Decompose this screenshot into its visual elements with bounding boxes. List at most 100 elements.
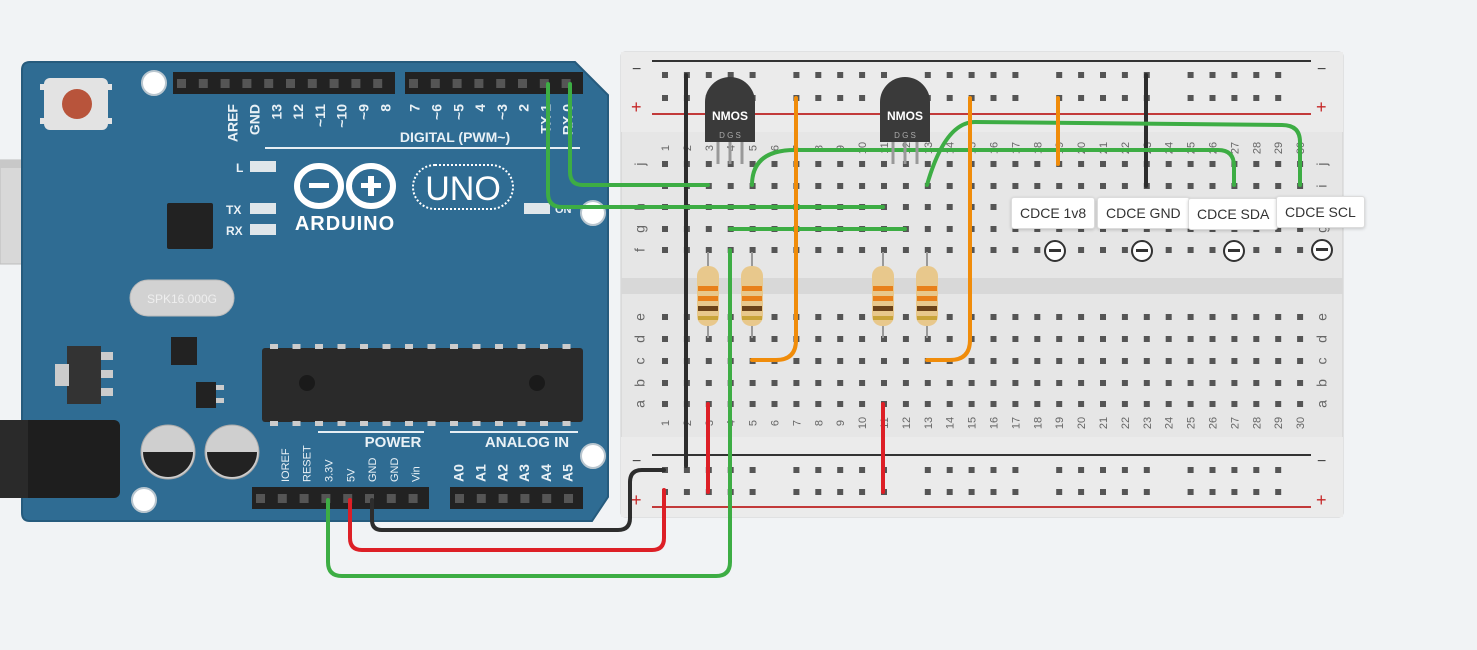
breadboard-hole[interactable] [1078, 380, 1085, 386]
header-pin[interactable] [198, 79, 208, 88]
header-pin[interactable] [343, 494, 353, 503]
wire-green-d0[interactable] [568, 82, 710, 187]
wire-orange[interactable] [925, 96, 972, 362]
breadboard-hole[interactable] [990, 380, 997, 386]
breadboard-hole[interactable] [1297, 336, 1304, 342]
rail-hole[interactable] [662, 95, 668, 101]
rail-hole[interactable] [990, 489, 997, 495]
breadboard-hole[interactable] [859, 380, 866, 386]
breadboard-hole[interactable] [990, 336, 997, 342]
rail-hole[interactable] [683, 489, 690, 495]
rail-hole[interactable] [749, 489, 756, 495]
breadboard-hole[interactable] [1275, 226, 1282, 232]
header-pin[interactable] [452, 79, 462, 88]
rail-hole[interactable] [837, 467, 844, 473]
header-pin[interactable] [264, 79, 274, 88]
rail-hole[interactable] [793, 72, 800, 78]
breadboard-hole[interactable] [1165, 226, 1172, 232]
breadboard-hole[interactable] [946, 247, 953, 253]
breadboard-hole[interactable] [1187, 401, 1194, 407]
breadboard-hole[interactable] [968, 401, 975, 407]
breadboard-hole[interactable] [1187, 247, 1194, 253]
rail-hole[interactable] [1121, 467, 1128, 473]
wire-green-scl[interactable] [925, 120, 1302, 187]
breadboard-hole[interactable] [793, 380, 800, 386]
breadboard-hole[interactable] [1209, 183, 1216, 189]
breadboard-hole[interactable] [1100, 226, 1106, 232]
breadboard-hole[interactable] [705, 358, 712, 364]
rail-hole[interactable] [837, 72, 844, 78]
breadboard-hole[interactable] [881, 336, 887, 342]
breadboard-hole[interactable] [946, 226, 953, 232]
probe-label-1v8[interactable]: CDCE 1v8 [1011, 197, 1096, 229]
resistor[interactable] [697, 252, 719, 338]
breadboard-hole[interactable] [662, 314, 668, 320]
breadboard-hole[interactable] [1121, 314, 1128, 320]
breadboard-hole[interactable] [1187, 183, 1194, 189]
header-pin[interactable] [220, 79, 230, 88]
rail-hole[interactable] [1231, 95, 1238, 101]
rail-hole[interactable] [1078, 95, 1085, 101]
breadboard-hole[interactable] [881, 183, 887, 189]
rail-hole[interactable] [924, 72, 931, 78]
rail-hole[interactable] [1078, 72, 1085, 78]
header-pin[interactable] [256, 494, 265, 503]
breadboard-hole[interactable] [793, 401, 800, 407]
breadboard-hole[interactable] [946, 401, 953, 407]
rail-hole[interactable] [1187, 467, 1194, 473]
rail-hole[interactable] [1121, 72, 1128, 78]
breadboard-hole[interactable] [902, 401, 909, 407]
resistor[interactable] [916, 252, 938, 338]
breadboard-hole[interactable] [1187, 358, 1194, 364]
header-pin[interactable] [409, 79, 418, 88]
rail-hole[interactable] [683, 467, 690, 473]
breadboard-hole[interactable] [1275, 247, 1282, 253]
rail-hole[interactable] [749, 467, 756, 473]
breadboard-hole[interactable] [1143, 401, 1150, 407]
breadboard-hole[interactable] [1165, 183, 1172, 189]
rail-hole[interactable] [1056, 467, 1063, 473]
header-pin[interactable] [408, 494, 418, 503]
breadboard-hole[interactable] [902, 183, 909, 189]
probe-marker-scl[interactable] [1311, 239, 1333, 261]
breadboard-hole[interactable] [749, 161, 756, 167]
probe-label-gnd[interactable]: CDCE GND [1097, 197, 1190, 229]
header-pin[interactable] [455, 494, 464, 503]
breadboard-hole[interactable] [1100, 247, 1106, 253]
rail-hole[interactable] [1253, 95, 1260, 101]
breadboard-hole[interactable] [1275, 358, 1282, 364]
breadboard-hole[interactable] [859, 401, 866, 407]
header-pin[interactable] [307, 79, 317, 88]
breadboard-hole[interactable] [771, 380, 778, 386]
breadboard-hole[interactable] [1121, 161, 1128, 167]
breadboard-hole[interactable] [1100, 336, 1106, 342]
wire-red-5v[interactable] [348, 488, 666, 552]
breadboard-hole[interactable] [815, 314, 822, 320]
rail-hole[interactable] [1012, 489, 1019, 495]
breadboard-hole[interactable] [1231, 314, 1238, 320]
rail-hole[interactable] [1012, 95, 1019, 101]
resistor[interactable] [741, 252, 763, 338]
rail-hole[interactable] [1121, 95, 1128, 101]
breadboard-hole[interactable] [946, 183, 953, 189]
breadboard-hole[interactable] [1275, 183, 1282, 189]
breadboard-hole[interactable] [1012, 336, 1019, 342]
rail-hole[interactable] [1100, 95, 1106, 101]
breadboard-hole[interactable] [749, 401, 756, 407]
rail-hole[interactable] [815, 467, 822, 473]
rail-hole[interactable] [1253, 72, 1260, 78]
breadboard-hole[interactable] [990, 183, 997, 189]
header-pin[interactable] [476, 494, 486, 503]
breadboard-hole[interactable] [837, 358, 844, 364]
breadboard-hole[interactable] [837, 183, 844, 189]
header-pin[interactable] [365, 494, 374, 503]
breadboard-hole[interactable] [815, 247, 822, 253]
breadboard-hole[interactable] [1034, 401, 1041, 407]
breadboard-hole[interactable] [705, 336, 712, 342]
breadboard-hole[interactable] [1165, 401, 1172, 407]
breadboard-hole[interactable] [1187, 336, 1194, 342]
rail-hole[interactable] [1012, 72, 1019, 78]
breadboard-hole[interactable] [837, 336, 844, 342]
breadboard-hole[interactable] [1078, 183, 1085, 189]
breadboard-hole[interactable] [749, 380, 756, 386]
